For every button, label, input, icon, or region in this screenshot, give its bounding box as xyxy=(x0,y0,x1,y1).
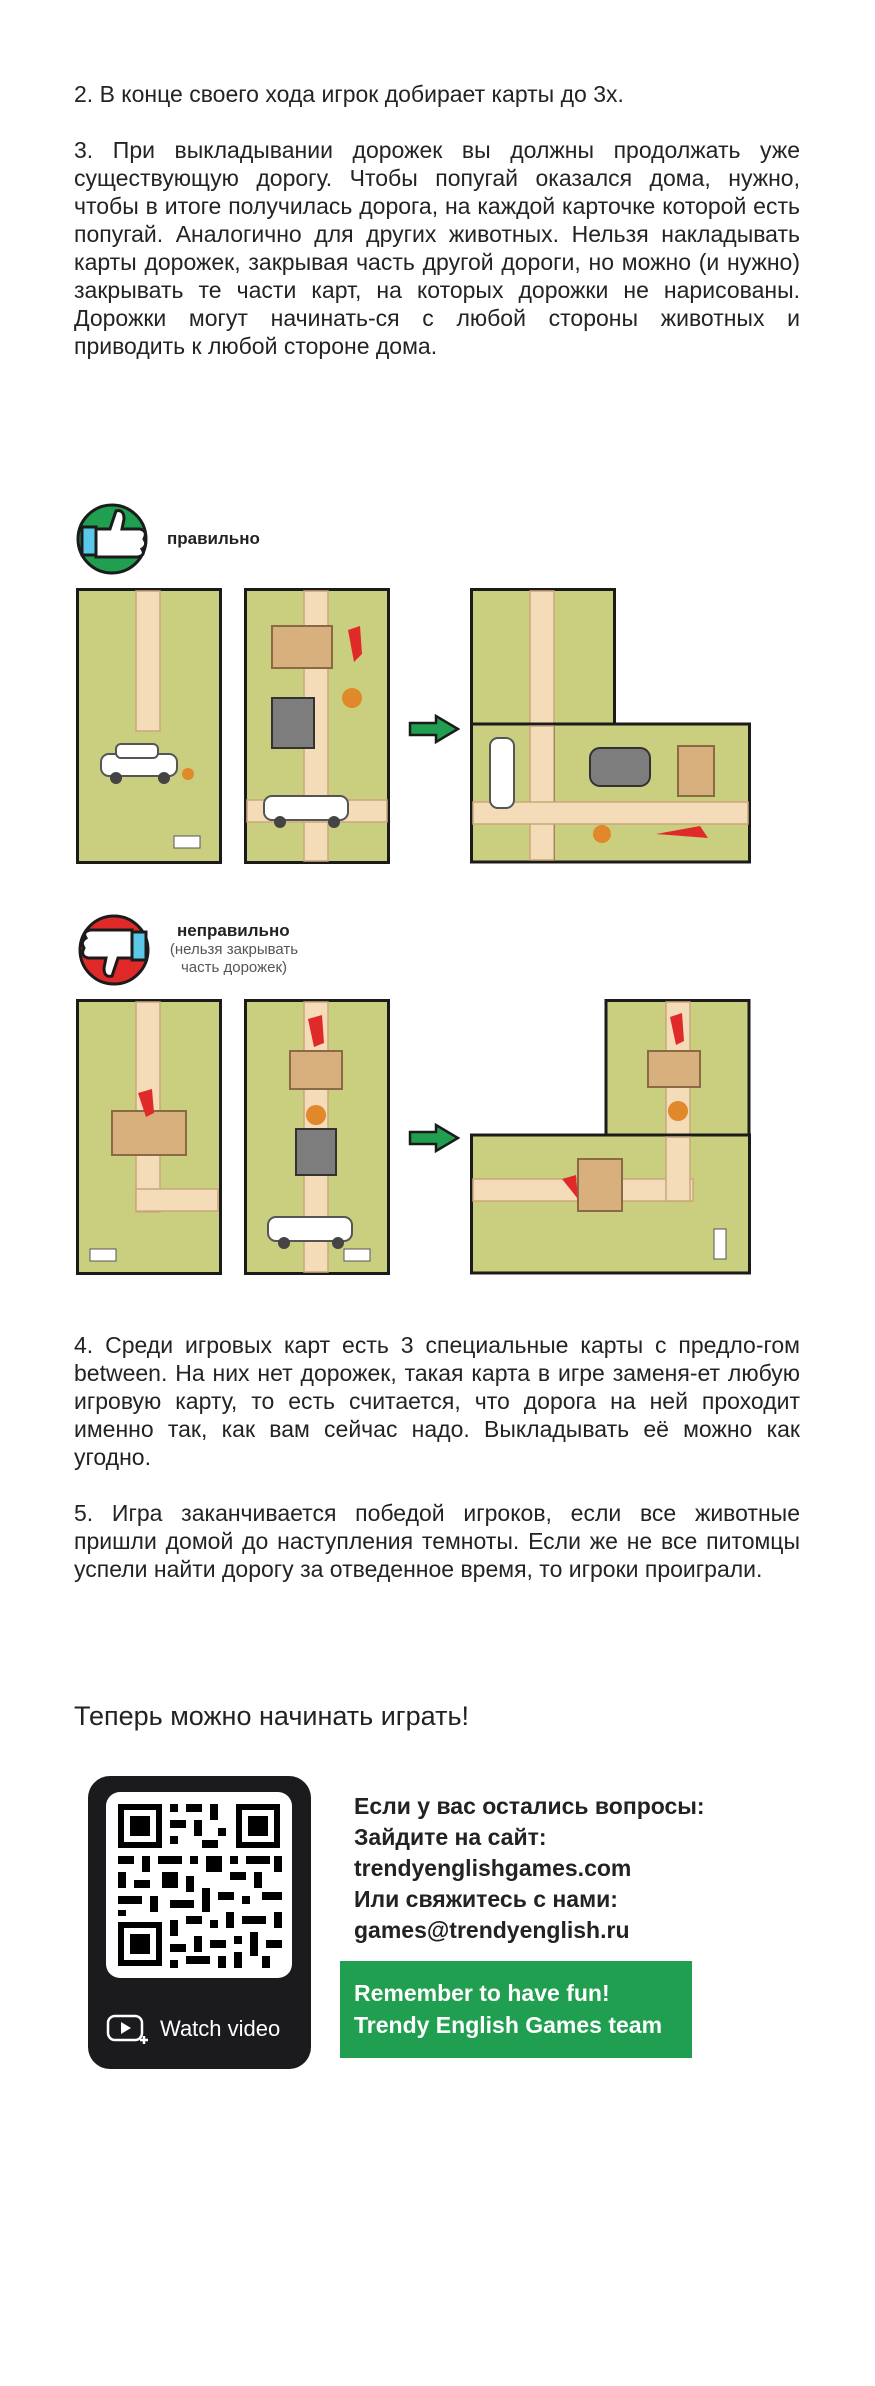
contact-info: Если у вас остались вопросы: Зайдите на … xyxy=(354,1791,705,1946)
contact-line-reach: Или свяжитесь с нами: xyxy=(354,1886,618,1912)
correct-card-2 xyxy=(244,588,390,864)
qr-video-card[interactable]: Watch video xyxy=(88,1776,311,2069)
qr-code-icon[interactable] xyxy=(106,1792,292,1978)
rule-4-text: 4. Среди игровых карт есть 3 специальные… xyxy=(74,1332,800,1470)
wrong-card-1 xyxy=(76,999,222,1275)
rule-3-text: 3. При выкладывании дорожек вы должны пр… xyxy=(74,137,800,359)
contact-line-site: Зайдите на сайт: xyxy=(354,1824,547,1850)
qr-code-frame xyxy=(106,1792,292,1978)
wrong-note: (нельзя закрывать часть дорожек) xyxy=(160,941,308,977)
fun-banner: Remember to have fun! Trendy English Gam… xyxy=(340,1961,692,2058)
thumbs-down-icon xyxy=(78,914,150,986)
email-link[interactable]: games@trendyenglish.ru xyxy=(354,1917,630,1943)
arrow-right-icon xyxy=(408,1123,460,1153)
fun-line-2: Trendy English Games team xyxy=(354,2012,663,2038)
wrong-result-layout xyxy=(470,999,751,1275)
watch-video-label: Watch video xyxy=(160,2016,281,2041)
correct-card-1 xyxy=(76,588,222,864)
thumbs-up-icon xyxy=(76,503,148,575)
contact-line-questions: Если у вас остались вопросы: xyxy=(354,1793,705,1819)
rule-5-text: 5. Игра заканчивается победой игроков, е… xyxy=(74,1500,800,1582)
start-title: Теперь можно начинать играть! xyxy=(74,1701,470,1731)
arrow-right-icon xyxy=(408,714,460,744)
wrong-note-line-2: часть дорожек) xyxy=(180,959,288,976)
wrong-label: неправильно xyxy=(177,921,290,940)
wrong-card-2 xyxy=(244,999,390,1275)
play-video-icon xyxy=(106,2014,148,2044)
correct-result-layout xyxy=(470,588,751,864)
website-link[interactable]: trendyenglishgames.com xyxy=(354,1855,632,1881)
watch-video-button[interactable]: Watch video xyxy=(106,2012,296,2048)
wrong-note-line-1: (нельзя закрывать xyxy=(169,941,299,958)
correct-label: правильно xyxy=(167,529,260,548)
rule-2-text: 2. В конце своего хода игрок добирает ка… xyxy=(74,81,624,107)
fun-line-1: Remember to have fun! xyxy=(354,1980,610,2006)
